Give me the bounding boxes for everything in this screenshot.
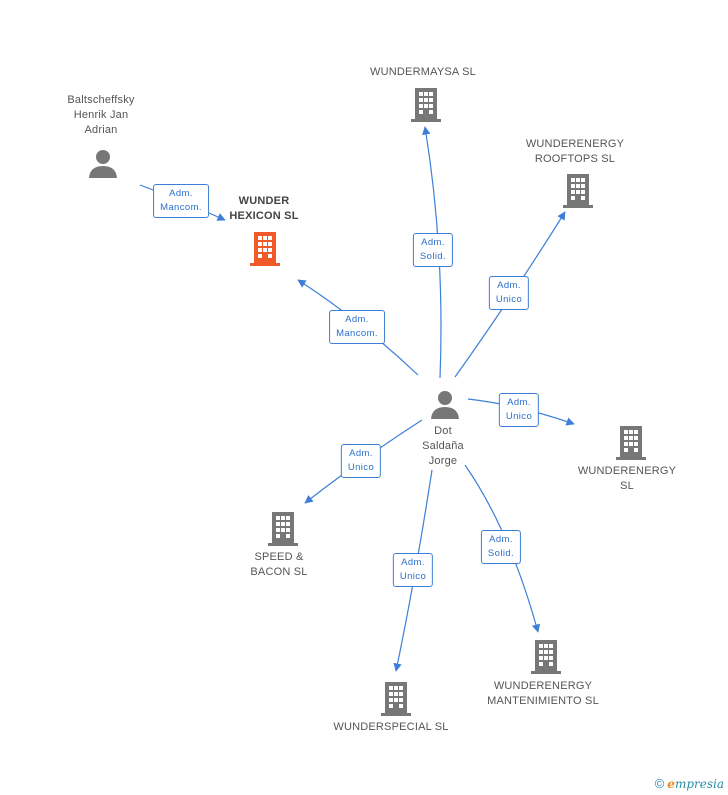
- building-icon[interactable]: [616, 424, 646, 460]
- building-icon[interactable]: [563, 172, 593, 208]
- edge-label-dot-maysa[interactable]: Adm. Solid.: [412, 233, 454, 267]
- node-label-wunder-hexicon[interactable]: WUNDER HEXICON SL: [229, 195, 299, 222]
- person-icon[interactable]: [430, 389, 460, 419]
- footer-brand: © empresia: [655, 776, 724, 791]
- node-label-wunderenergy-rooftops[interactable]: WUNDERENERGY ROOFTOPS SL: [525, 138, 625, 165]
- node-label-wunderenergy[interactable]: WUNDERENERGY SL: [577, 465, 677, 492]
- building-icon-focus[interactable]: [250, 230, 280, 266]
- node-label-wunderspecial[interactable]: WUNDERSPECIAL SL: [333, 721, 449, 733]
- node-label-dot-saldana[interactable]: Dot Saldaña Jorge: [422, 425, 464, 467]
- node-label-wundermaysa[interactable]: WUNDERMAYSA SL: [370, 66, 476, 78]
- edge-label-baltscheffsky-hexicon[interactable]: Adm. Mancom.: [153, 184, 209, 218]
- copyright-icon: ©: [654, 776, 665, 791]
- person-icon[interactable]: [88, 148, 118, 178]
- building-icon[interactable]: [531, 638, 561, 674]
- edge-label-dot-mantenimiento[interactable]: Adm. Solid.: [480, 530, 522, 564]
- node-label-wunderenergy-mantenimiento[interactable]: WUNDERENERGY MANTENIMIENTO SL: [487, 680, 599, 707]
- node-label-speed-bacon[interactable]: SPEED & BACON SL: [250, 551, 308, 578]
- edge-label-dot-energy[interactable]: Adm. Unico: [498, 393, 540, 427]
- edge-label-dot-rooftops[interactable]: Adm. Unico: [488, 276, 530, 310]
- edge-label-dot-special[interactable]: Adm. Unico: [392, 553, 434, 587]
- edge-label-dot-hexicon[interactable]: Adm. Mancom.: [329, 310, 385, 344]
- brand-logo: empresia: [667, 776, 724, 791]
- building-icon[interactable]: [381, 680, 411, 716]
- edge-label-dot-speed[interactable]: Adm. Unico: [340, 444, 382, 478]
- node-label-baltscheffsky[interactable]: Baltscheffsky Henrik Jan Adrian: [67, 94, 135, 136]
- building-icon[interactable]: [411, 86, 441, 122]
- building-icon[interactable]: [268, 510, 298, 546]
